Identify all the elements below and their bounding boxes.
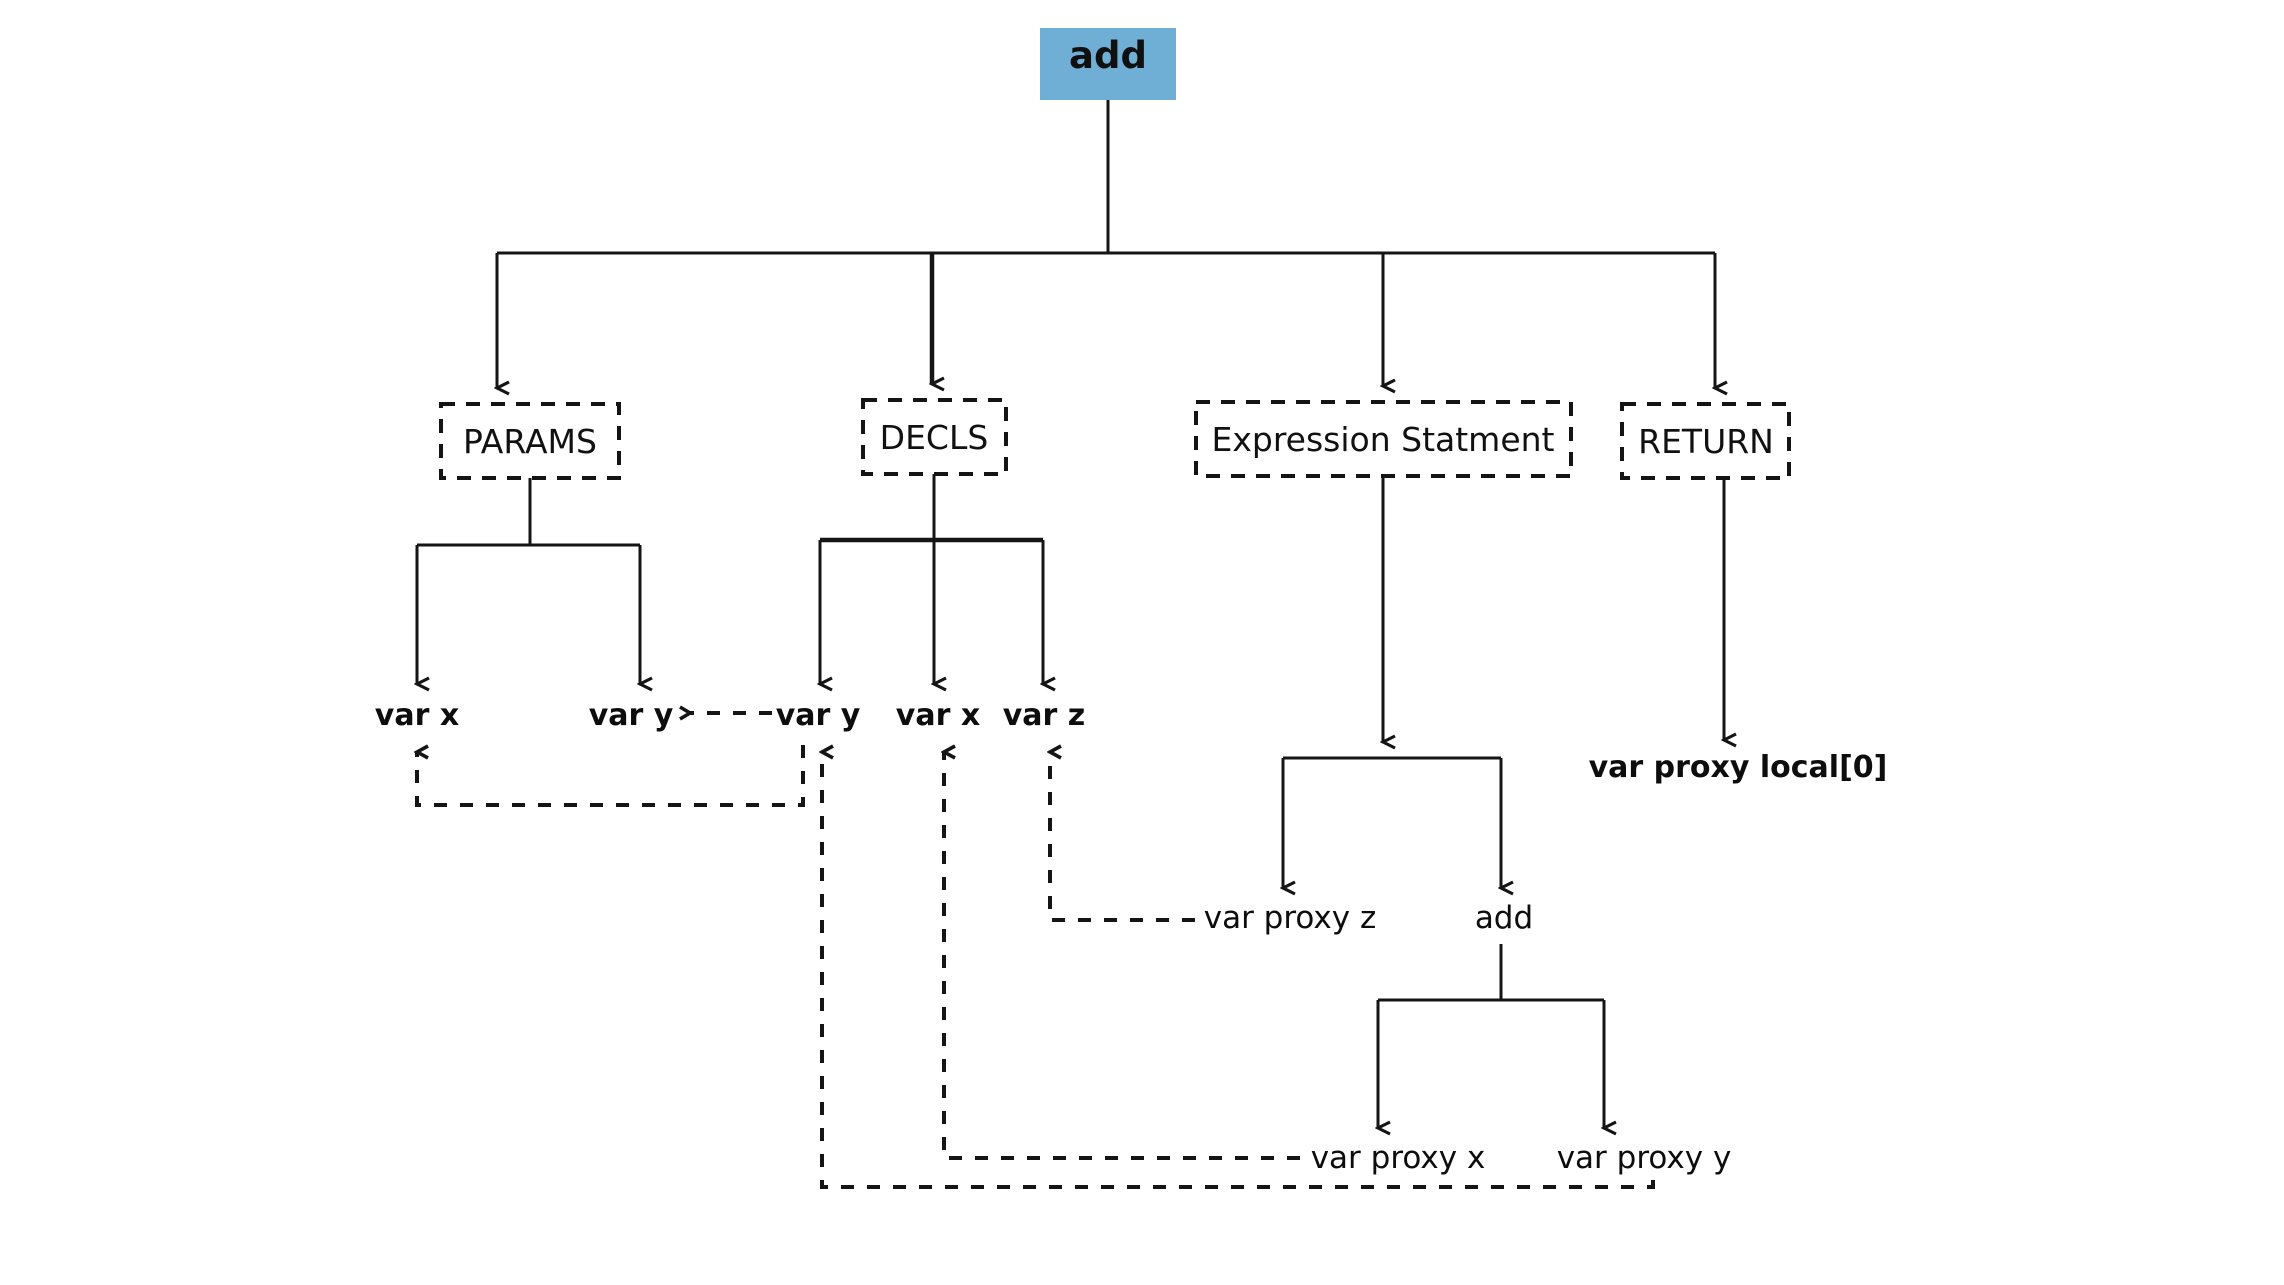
leaf-node-decl-y[interactable]: var y bbox=[776, 698, 861, 733]
leaf-node-param-x[interactable]: var x bbox=[375, 698, 459, 733]
section-node-decls[interactable]: DECLS bbox=[861, 398, 1008, 476]
leaf-node-proxy-z[interactable]: var proxy z bbox=[1204, 900, 1377, 936]
decls-label: DECLS bbox=[880, 418, 989, 457]
return-label: RETURN bbox=[1638, 422, 1774, 461]
section-node-expression-statement[interactable]: Expression Statment bbox=[1194, 400, 1573, 478]
leaf-node-return-value[interactable]: var proxy local[0] bbox=[1589, 750, 1888, 785]
leaf-node-param-y[interactable]: var y bbox=[589, 698, 674, 733]
ref-edge-decl-x-to-param-x bbox=[417, 745, 805, 807]
leaf-node-decl-z[interactable]: var z bbox=[1003, 698, 1086, 733]
leaf-node-decl-x[interactable]: var x bbox=[896, 698, 980, 733]
leaf-node-expr-add[interactable]: add bbox=[1475, 900, 1533, 936]
section-node-return[interactable]: RETURN bbox=[1620, 402, 1791, 480]
ref-edge-proxy-x-to-decl-x bbox=[944, 752, 1300, 1160]
root-node-box bbox=[1040, 28, 1176, 100]
section-node-params[interactable]: PARAMS bbox=[439, 402, 621, 480]
ref-edge-proxy-z-to-decl-z bbox=[1050, 752, 1195, 922]
root-node-add[interactable]: add bbox=[1040, 28, 1176, 100]
ref-edge-proxy-y-to-decl-y bbox=[822, 752, 1655, 1189]
root-node-label: add bbox=[1069, 34, 1147, 77]
return-box bbox=[1620, 402, 1791, 480]
params-box bbox=[439, 402, 621, 480]
params-label: PARAMS bbox=[463, 422, 597, 461]
leaf-node-proxy-x[interactable]: var proxy x bbox=[1311, 1140, 1486, 1176]
expression-statement-label: Expression Statment bbox=[1212, 420, 1555, 459]
leaf-node-proxy-y[interactable]: var proxy y bbox=[1557, 1140, 1732, 1176]
